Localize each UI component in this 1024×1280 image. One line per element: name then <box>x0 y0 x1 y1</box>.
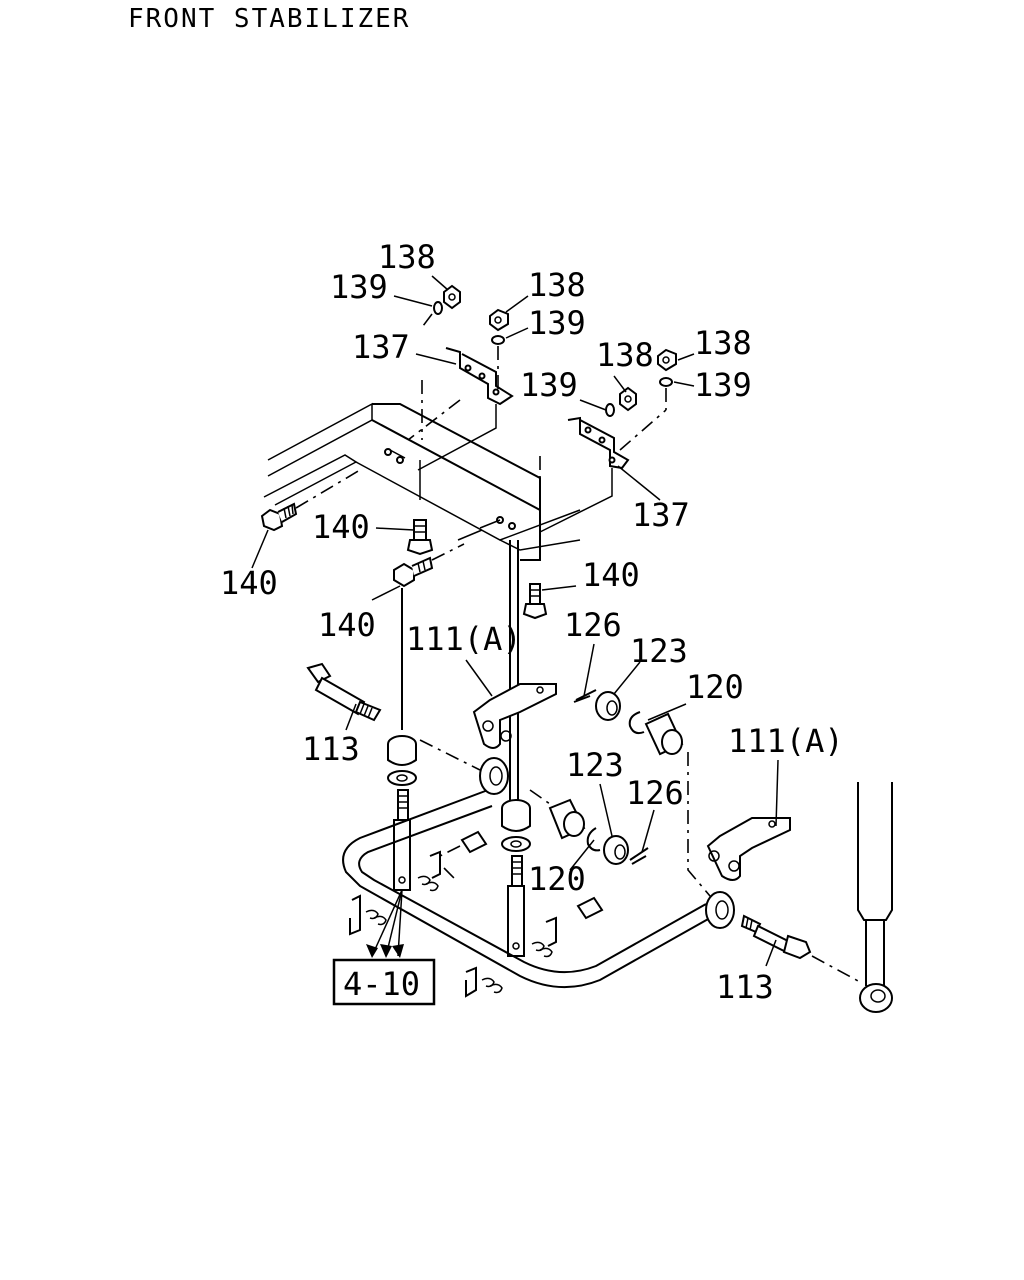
label-139: 139 <box>520 366 578 404</box>
bolt-140-right <box>522 583 548 620</box>
nut-138-a <box>443 284 461 310</box>
nut-138-b <box>489 308 509 332</box>
frame-hole <box>384 448 392 456</box>
label-140: 140 <box>318 606 376 644</box>
link-bracket-111a-upper <box>472 683 557 749</box>
label-140: 140 <box>220 564 278 602</box>
label-139: 139 <box>330 268 388 306</box>
label-126: 126 <box>564 606 622 644</box>
washer-139-b <box>491 335 505 392</box>
label-140: 140 <box>582 556 640 594</box>
label-138: 138 <box>596 336 654 374</box>
frame-hole <box>508 522 516 530</box>
bushing-123-lower <box>603 835 629 865</box>
label-138: 138 <box>378 238 436 276</box>
bushing-123-upper <box>595 691 621 721</box>
pin-126-upper <box>573 689 597 703</box>
label-120: 120 <box>686 668 744 706</box>
bushing-sleeve-upper <box>644 712 711 897</box>
stabilizer-bar <box>342 757 735 989</box>
frame-hole <box>396 456 404 464</box>
bolt-140-left <box>260 469 361 532</box>
label-126: 126 <box>626 774 684 812</box>
link-bracket-111b-lower <box>706 817 791 881</box>
leader-lines <box>251 275 779 967</box>
label-140: 140 <box>312 508 370 546</box>
bolt-140-mid-horizontal <box>393 543 465 588</box>
label-123: 123 <box>566 746 624 784</box>
label-111a: 111(A) <box>406 620 522 658</box>
label-120: 120 <box>528 860 586 898</box>
label-123: 123 <box>630 632 688 670</box>
washer-139-a <box>419 301 443 331</box>
label-137: 137 <box>632 496 690 534</box>
part-labels: 138 139 138 139 137 138 139 138 139 137 … <box>220 238 844 1006</box>
collar-120-lower <box>586 827 601 852</box>
bolt-113-left <box>306 662 481 771</box>
label-139: 139 <box>694 366 752 404</box>
collar-120-upper <box>628 711 645 735</box>
clamp-left <box>349 894 387 936</box>
label-111a: 111(A) <box>728 722 844 760</box>
label-139: 139 <box>528 304 586 342</box>
clamp-lower-center <box>531 896 604 958</box>
label-113: 113 <box>302 730 360 768</box>
arrowheads <box>366 944 404 958</box>
diagram-title: FRONT STABILIZER <box>128 4 411 34</box>
clamp-upper-center <box>417 830 488 892</box>
label-138: 138 <box>528 266 586 304</box>
bracket-137-right <box>539 409 667 533</box>
bracket-137-left <box>407 347 514 500</box>
washer-139-c <box>605 403 615 417</box>
ref-box-text: 4-10 <box>343 965 420 1003</box>
shock-absorber <box>857 782 893 1013</box>
nut-138-d <box>657 348 677 372</box>
label-137: 137 <box>352 328 410 366</box>
label-138: 138 <box>694 324 752 362</box>
bushing-sleeve-lower <box>529 789 586 840</box>
link-bushing-left <box>387 735 417 891</box>
clamp-bottom <box>465 966 503 998</box>
washer-139-d <box>659 377 673 410</box>
ref-box-4-10: 4-10 <box>332 958 436 1006</box>
link-bushing-right <box>501 799 531 957</box>
nut-138-c <box>619 386 637 412</box>
pin-126-lower <box>629 847 649 865</box>
bolt-113-right <box>740 914 861 983</box>
label-113: 113 <box>716 968 774 1006</box>
bolt-140-mid-vertical <box>406 519 434 556</box>
